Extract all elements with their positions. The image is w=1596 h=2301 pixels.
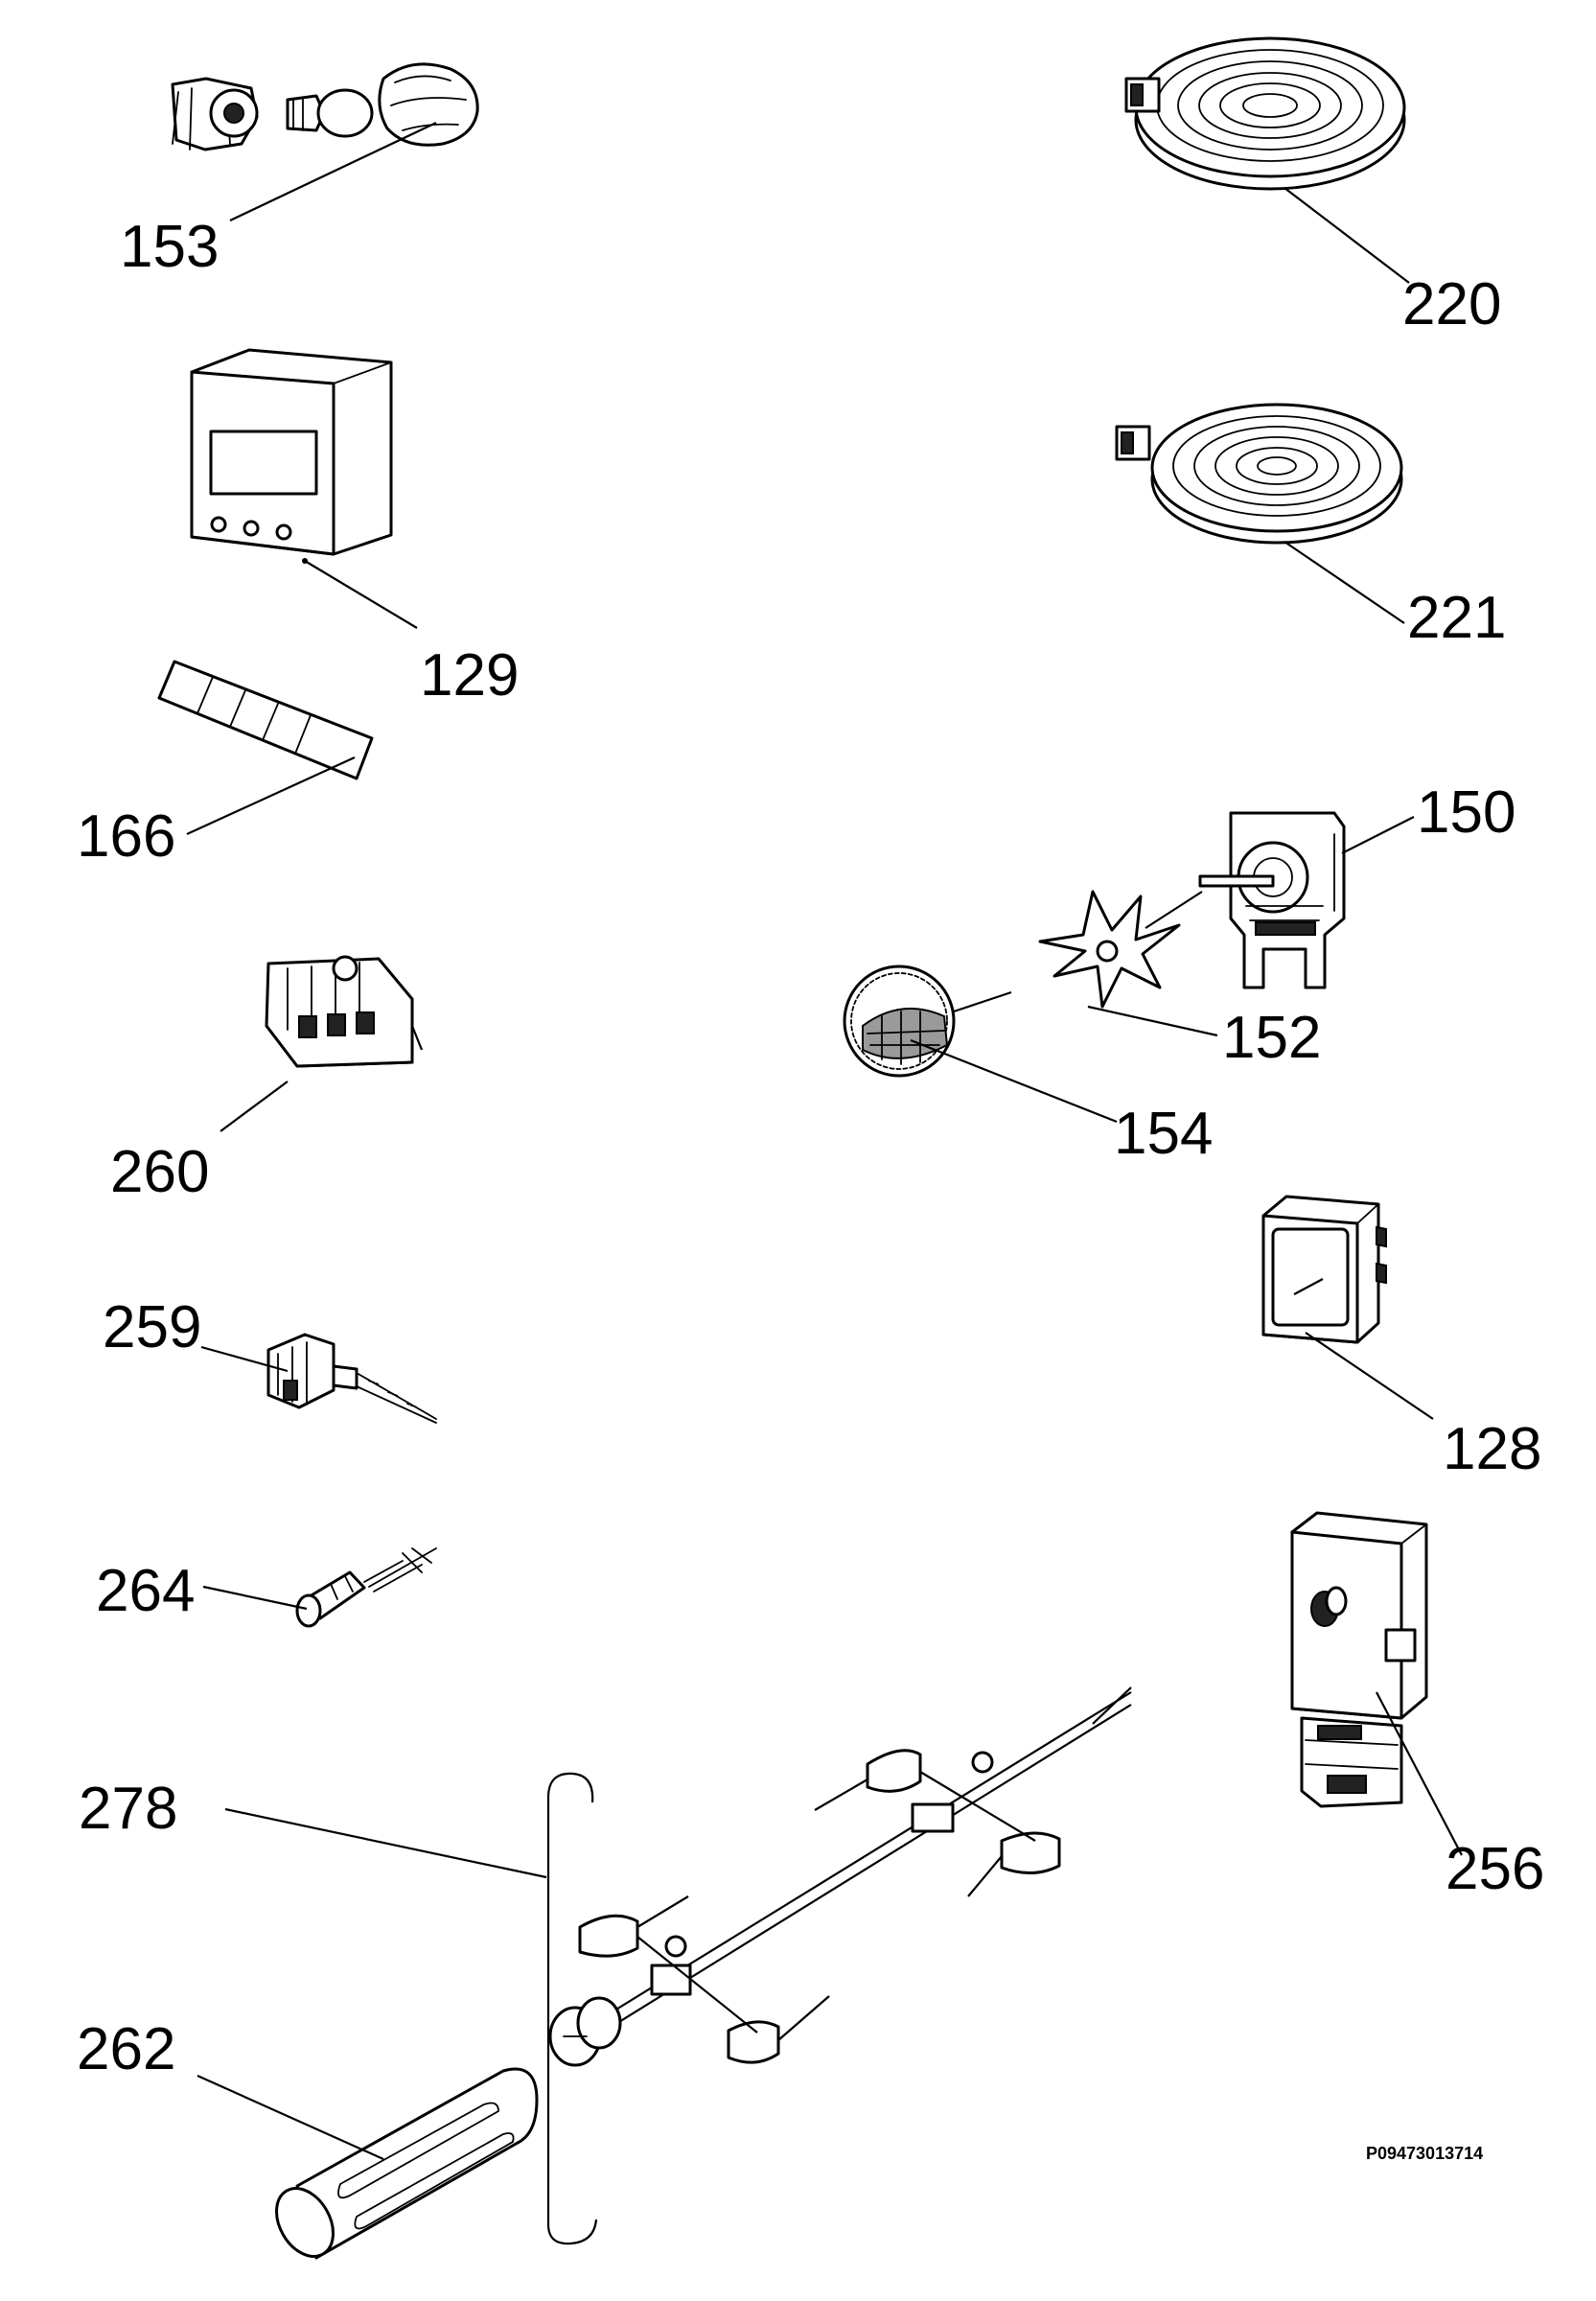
callout-259: 259 [103,1294,201,1360]
part-152-fan-impeller [1038,890,1218,1037]
callout-221: 221 [1407,585,1506,651]
callout-262: 262 [77,2016,175,2082]
part-262-handle-tube [197,2067,539,2260]
callout-152: 152 [1222,1005,1321,1071]
callout-264: 264 [96,1558,195,1624]
part-220-hotplate [1124,36,1410,284]
callout-166: 166 [77,803,175,870]
drawing-code: P09473013714 [1366,2144,1483,2163]
part-260-selector-switch [220,955,424,1132]
callout-154: 154 [1114,1101,1213,1167]
callout-150: 150 [1417,779,1515,846]
part-221-hotplate [1115,403,1405,624]
part-259-thermostat [200,1333,437,1424]
part-153-lamp-assembly [171,62,479,221]
callout-278: 278 [79,1776,177,1842]
part-128-energy-regulator [1261,1195,1434,1420]
part-264-terminal [202,1547,437,1628]
callout-153: 153 [120,214,219,280]
callout-260: 260 [110,1139,209,1205]
part-154-fan-grille [843,965,1118,1124]
part-166-label-strip [157,660,374,836]
part-256-switch-unit [1290,1511,1463,1856]
part-278-rotisserie [224,1686,1132,2245]
callout-129: 129 [420,642,519,709]
part-129-timer [190,348,418,629]
callout-256: 256 [1446,1836,1544,1902]
part-150-fan-motor [1198,811,1415,989]
callout-128: 128 [1443,1416,1541,1482]
callout-220: 220 [1402,271,1501,337]
